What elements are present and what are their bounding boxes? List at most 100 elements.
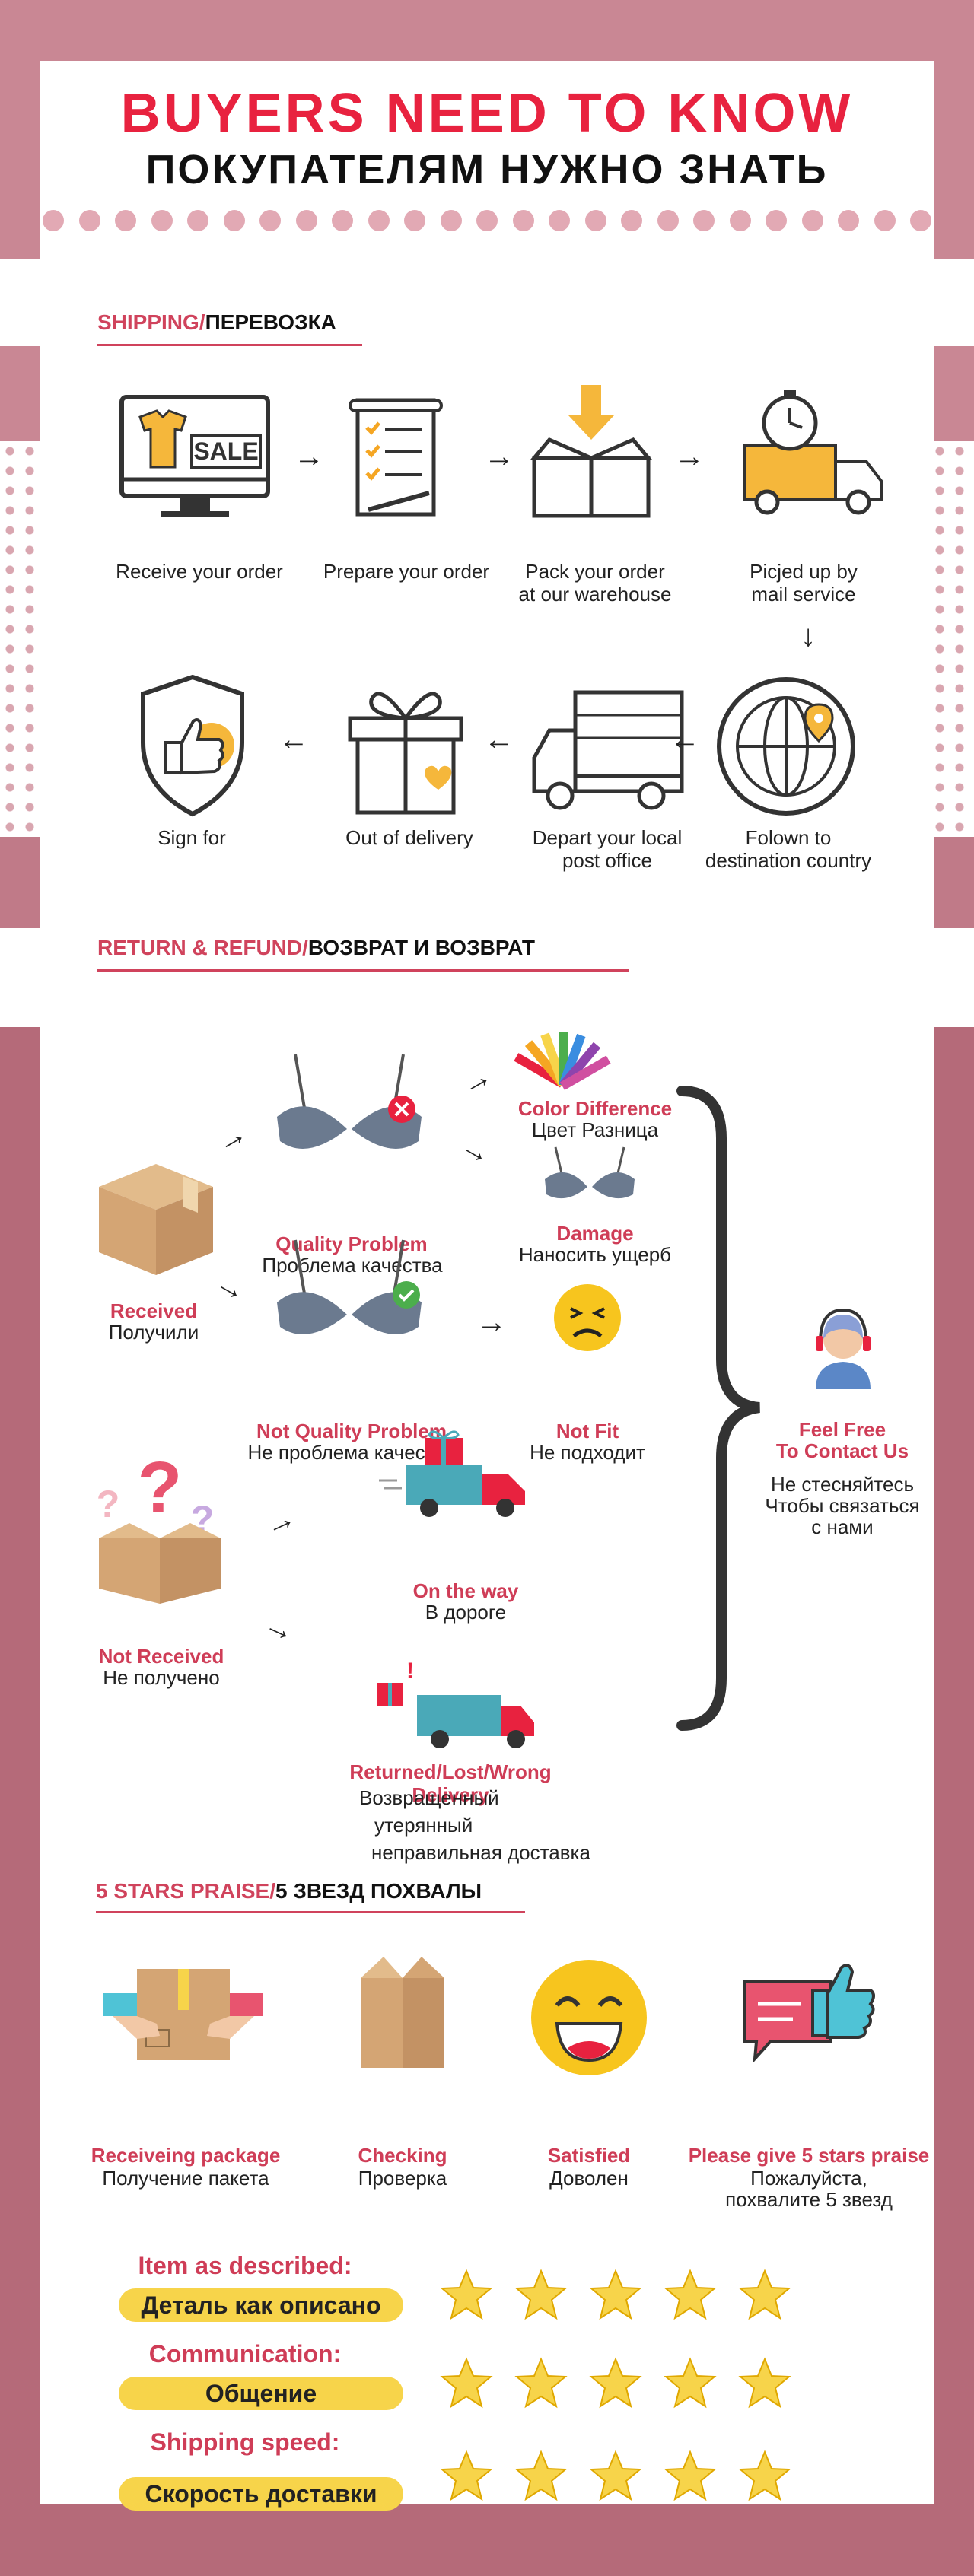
not-quality-problem-ru: Не проблема качества [247,1441,456,1464]
bra-ok-icon [277,1239,422,1334]
praise-en: Please give 5 stars praise [688,2144,930,2167]
svg-text:!: ! [406,1658,414,1684]
question-box-icon: ? ? ? [97,1447,221,1604]
cardboard-box-icon [99,1164,213,1275]
color-palette-icon [514,1032,611,1090]
color-difference-ru: Цвет Разница [531,1118,659,1141]
not-quality-problem-en: Not Quality Problem [256,1420,447,1442]
star-icon [664,2450,717,2501]
return-underline [97,969,629,972]
praise-underline [96,1911,525,1913]
rating-pill: Общение [119,2377,403,2410]
return-heading: RETURN & REFUND/ВОЗВРАТ И ВОЗВРАТ [97,936,535,959]
contact-ru-3: с нами [811,1515,874,1538]
thumbs-up-chat-icon [743,1964,875,2063]
rating-pill: Скорость доставки [119,2477,403,2511]
arrow-up-right-icon: → [259,1499,301,1544]
star-icon [514,2269,568,2320]
dot-divider [40,210,934,233]
bra-defect-icon [277,1054,422,1149]
shield-thumbs-up-icon [141,674,244,817]
arrow-up-right-icon: → [209,1115,253,1161]
star-icon [664,2357,717,2409]
star-icon [738,2269,791,2320]
star-icon [440,2357,493,2409]
star-icon [589,2269,642,2320]
arrow-right-icon: → [476,1305,507,1339]
title-english: BUYERS NEED TO KNOW [120,83,854,144]
rating-title: Communication: [148,2340,342,2368]
star-icon [440,2450,493,2501]
not-received-en: Not Received [98,1645,224,1668]
returned-ru-2: утерянный [374,1814,473,1837]
received-label-en: Received [110,1299,198,1322]
arrow-right-icon: → [674,440,705,473]
satisfied-ru: Доволен [549,2167,629,2190]
svg-text:SALE: SALE [193,437,258,465]
contact-ru-1: Не стесняйтесь [770,1473,915,1496]
step-label: Receive your order [116,560,283,583]
checking-ru: Проверка [358,2167,447,2190]
on-the-way-ru: В дороге [425,1601,507,1624]
quality-problem-ru: Проблема качества [262,1254,443,1277]
step-label: Out of delivery [345,826,473,849]
rating-pill: Деталь как описано [119,2288,403,2322]
damage-ru: Наносить ущерб [518,1243,672,1266]
arrow-left-icon: ← [670,723,700,756]
praise-ru-2: похвалите 5 звезд [725,2188,893,2211]
returned-ru-1: Возвращенный [359,1786,499,1809]
rating-title: Item as described: [138,2252,352,2279]
happy-face-icon [531,1960,647,2075]
arrow-right-icon: → [484,440,514,473]
contact-ru-2: Чтобы связаться [765,1494,920,1517]
returned-ru-3: неправильная доставка [371,1841,590,1864]
on-the-way-en: On the way [412,1579,519,1602]
open-box-icon [361,1957,444,2068]
returned-truck-icon: ! [377,1658,534,1748]
box-icon [530,385,653,518]
svg-text:?: ? [97,1483,120,1525]
star-icon [738,2450,791,2501]
sale-monitor-icon: SALE [119,395,270,517]
title-russian: ПОКУПАТЕЛЯМ НУЖНО ЗНАТЬ [145,147,829,192]
receiving-package-ru: Получение пакета [102,2167,269,2190]
not-received-ru: Не получено [103,1666,220,1689]
star-icon [440,2269,493,2320]
returned-en: Returned/Lost/Wrong Delivery [349,1760,552,1806]
arrow-left-icon: ← [484,723,514,756]
step-label: Sign for [158,826,226,849]
not-fit-en: Not Fit [555,1420,619,1442]
praise-heading: 5 STARS PRAISE/5 ЗВЕЗД ПОХВАЛЫ [96,1879,482,1903]
sad-face-icon [554,1284,621,1351]
star-icon [589,2450,642,2501]
delivery-truck-icon [532,690,684,810]
received-label-ru: Получили [108,1321,199,1344]
curly-brace [676,1086,761,1731]
star-icon [514,2450,568,2501]
customer-support-icon [816,1308,871,1389]
arrow-up-right-icon: → [454,1057,498,1103]
arrow-down-right-icon: → [454,1127,498,1173]
arrow-left-icon: ← [279,723,309,756]
praise-ru-1: Пожалуйста, [750,2167,867,2190]
gift-box-icon [348,692,463,815]
shipping-underline [97,344,362,346]
arrow-down-icon: ↓ [801,619,816,653]
arrow-down-right-icon: → [259,1606,301,1650]
contact-en-2: To Contact Us [775,1439,909,1462]
arrow-right-icon: → [294,440,324,473]
info-card: BUYERS NEED TO KNOW ПОКУПАТЕЛЯМ НУЖНО ЗН… [40,61,934,2511]
damaged-bra-icon [545,1146,635,1199]
contact-en-1: Feel Free [798,1418,886,1441]
satisfied-en: Satisfied [547,2144,631,2167]
star-icon [514,2357,568,2409]
receiving-package-icon [103,1969,263,2060]
star-icon [589,2357,642,2409]
truck-timer-icon [743,390,883,515]
svg-text:?: ? [138,1447,183,1528]
color-difference-en: Color Difference [517,1097,673,1120]
